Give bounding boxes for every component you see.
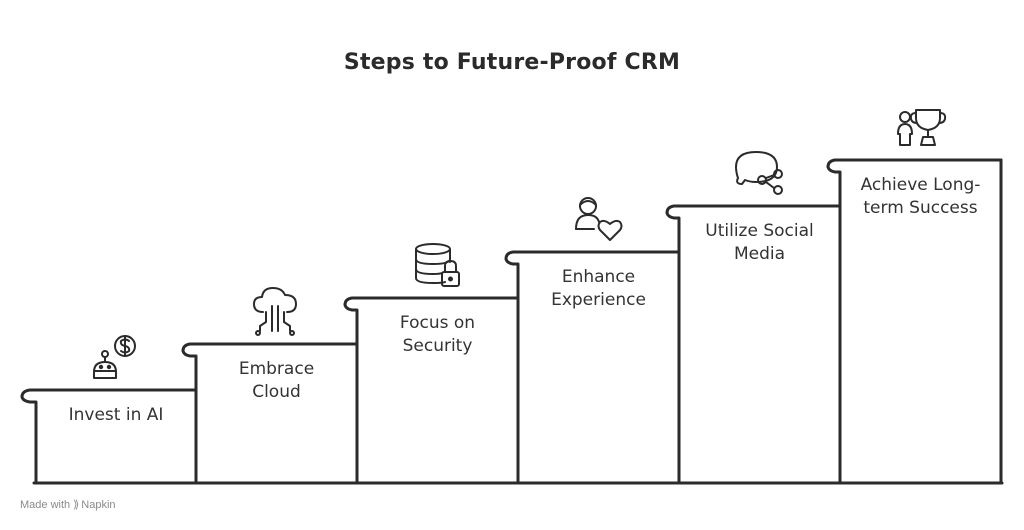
step-2-block [181, 342, 359, 485]
step-3-label: Focus on Security [399, 313, 476, 356]
step-1-label: Invest in AI [68, 405, 164, 425]
step-6-block [826, 158, 1003, 485]
step-4-label: Enhance Experience [551, 267, 646, 310]
footer-attribution: Made with⟫Napkin [20, 498, 116, 511]
step-1-block [20, 388, 198, 485]
footer-made-with: Made with [20, 499, 71, 511]
step-3-block [343, 296, 520, 485]
database-lock-icon [415, 243, 460, 287]
diagram-title: Steps to Future-Proof CRM [343, 50, 681, 75]
person-trophy-icon [897, 109, 947, 146]
step-4-block [504, 250, 681, 485]
chat-share-icon [735, 151, 783, 195]
footer-brand: Napkin [81, 499, 116, 511]
step-6-label: Achieve Long- term Success [860, 175, 981, 218]
step-5-label: Utilize Social Media [705, 221, 814, 264]
step-5-block [665, 204, 842, 485]
napkin-logo-icon: ⟫ [73, 499, 80, 511]
step-2-label: Embrace Cloud [238, 359, 315, 402]
person-heart-icon [575, 197, 623, 241]
cloud-circuit-icon [253, 287, 297, 336]
robot-dollar-icon [93, 335, 136, 379]
